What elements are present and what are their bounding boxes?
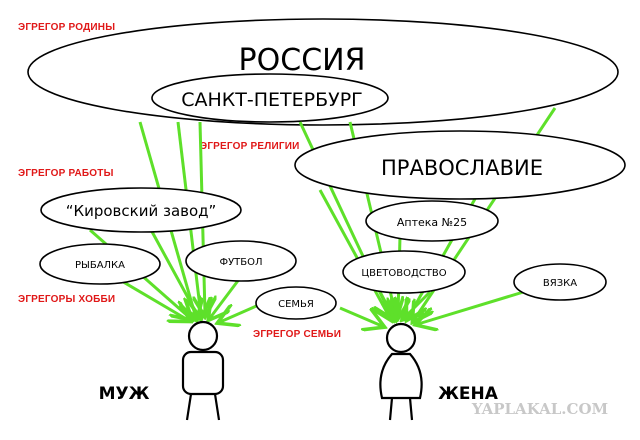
label-egregor-religii: ЭГРЕГОР РЕЛИГИИ bbox=[200, 141, 299, 152]
ellipse-family bbox=[255, 286, 337, 320]
node-floriculture: ЦВЕТОВОДСТВО bbox=[361, 268, 446, 279]
label-husband: МУЖ bbox=[99, 384, 150, 404]
label-egregory-hobbi: ЭГРЕГОРЫ ХОББИ bbox=[18, 294, 115, 305]
ellipse-pharmacy bbox=[365, 200, 499, 242]
wife-figure bbox=[379, 322, 423, 421]
node-fishing: РЫБАЛКА bbox=[75, 260, 125, 271]
node-football: ФУТБОЛ bbox=[219, 257, 262, 268]
node-kirov: “Кировский завод” bbox=[66, 202, 217, 220]
husband-figure bbox=[181, 320, 225, 421]
ellipse-fishing bbox=[39, 243, 161, 285]
label-egregor-rodiny: ЭГРЕГОР РОДИНЫ bbox=[18, 22, 115, 33]
node-knitting: ВЯЗКА bbox=[543, 278, 577, 289]
ellipse-spb bbox=[151, 73, 389, 123]
ellipse-football bbox=[185, 240, 297, 282]
node-family: СЕМЬЯ bbox=[278, 299, 314, 310]
label-egregor-semi: ЭГРЕГОР СЕМЬИ bbox=[253, 329, 341, 340]
ellipse-floriculture bbox=[342, 250, 466, 294]
ellipse-knitting bbox=[513, 263, 607, 301]
node-orthodoxy: ПРАВОСЛАВИЕ bbox=[381, 156, 543, 180]
watermark: YAPLAKAL.COM bbox=[471, 400, 608, 418]
label-wife: ЖЕНА bbox=[438, 384, 499, 404]
node-russia: РОССИЯ bbox=[239, 43, 366, 78]
node-spb: САНКТ-ПЕТЕРБУРГ bbox=[181, 89, 363, 111]
label-egregor-raboty: ЭГРЕГОР РАБОТЫ bbox=[18, 168, 114, 179]
ellipse-orthodoxy bbox=[294, 130, 626, 200]
ellipse-kirov bbox=[40, 187, 242, 233]
node-pharmacy: Аптека №25 bbox=[397, 216, 467, 229]
